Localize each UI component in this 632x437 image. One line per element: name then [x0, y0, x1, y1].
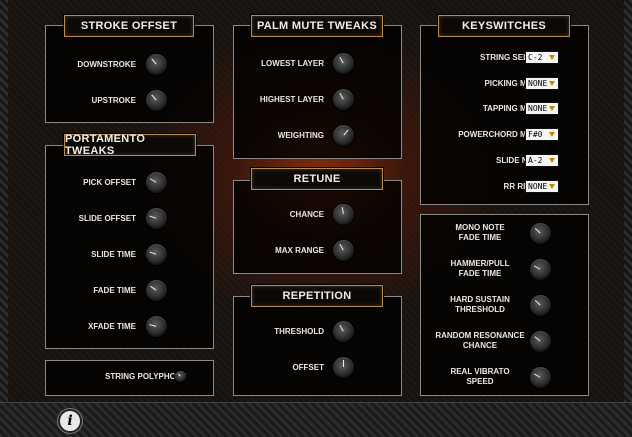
real-vibrato-speed-knob[interactable]: [530, 367, 551, 388]
label-line: FADE TIME: [458, 233, 502, 242]
retune-title: RETUNE: [251, 168, 383, 190]
chance-knob[interactable]: [333, 204, 354, 225]
string-select-label: STRING SELECT: [479, 53, 544, 62]
palm-mute-tweaks-title: PALM MUTE TWEAKS: [251, 15, 383, 37]
hammer-pull-fade-time-label: HAMMER/PULL FADE TIME: [425, 259, 535, 279]
string-select-dropdown[interactable]: C-2: [525, 51, 559, 64]
weighting-knob[interactable]: [333, 125, 354, 146]
upstroke-label: UPSTROKE: [91, 96, 136, 105]
lowest-layer-label: LOWEST LAYER: [261, 59, 324, 68]
repetition-title: REPETITION: [251, 285, 383, 307]
portamento-tweaks-title: PORTAMENTO TWEAKS: [64, 133, 196, 157]
slide-time-knob[interactable]: [146, 244, 167, 265]
max-range-label: MAX RANGE: [275, 246, 324, 255]
right-edge: [624, 0, 632, 437]
slide-note-label: SLIDE NOTE: [495, 156, 544, 165]
footer-bar: [0, 402, 632, 437]
slide-offset-label: SLIDE OFFSET: [78, 214, 136, 223]
dropdown-arrow-icon: [549, 81, 555, 86]
xfade-time-label: XFADE TIME: [87, 322, 136, 331]
powerchord-mode-value: F#0: [528, 130, 543, 139]
powerchord-mode-dropdown[interactable]: F#0: [525, 128, 559, 141]
offset-knob[interactable]: [333, 357, 354, 378]
picking-mode-dropdown[interactable]: NONE: [525, 77, 559, 90]
repetition-panel: [233, 296, 402, 396]
dropdown-arrow-icon: [549, 55, 555, 60]
mono-note-fade-time-label: MONO NOTE FADE TIME: [425, 223, 535, 243]
xfade-time-knob[interactable]: [146, 316, 167, 337]
picking-mode-label: PICKING MODE: [484, 79, 544, 88]
portamento-tweaks-panel: [45, 145, 214, 349]
real-vibrato-speed-label: REAL VIBRATO SPEED: [425, 367, 535, 387]
rr-reset-dropdown[interactable]: NONE: [525, 180, 559, 193]
rr-reset-value: NONE: [528, 182, 548, 191]
tapping-mode-label: TAPPING MODE: [482, 104, 544, 113]
left-edge: [0, 0, 8, 437]
powerchord-mode-label: POWERCHORD MODE: [458, 130, 544, 139]
label-line: RANDOM RESONANCE: [435, 331, 525, 340]
label-line: HAMMER/PULL: [450, 259, 510, 268]
dropdown-arrow-icon: [549, 158, 555, 163]
random-resonance-chance-label: RANDOM RESONANCE CHANCE: [425, 331, 535, 351]
string-polyphony-panel: [45, 360, 214, 396]
string-select-value: C-2: [528, 53, 543, 62]
dropdown-arrow-icon: [549, 106, 555, 111]
hard-sustain-threshold-knob[interactable]: [530, 295, 551, 316]
slide-note-value: A-2: [528, 156, 543, 165]
string-polyphony-label: STRING POLYPHONY: [105, 372, 187, 381]
label-line: THRESHOLD: [455, 305, 505, 314]
hammer-pull-fade-time-knob[interactable]: [530, 259, 551, 280]
label-line: HARD SUSTAIN: [450, 295, 510, 304]
downstroke-knob[interactable]: [146, 54, 167, 75]
slide-time-label: SLIDE TIME: [91, 250, 136, 259]
tapping-mode-dropdown[interactable]: NONE: [525, 102, 559, 115]
highest-layer-label: HIGHEST LAYER: [259, 95, 324, 104]
max-range-knob[interactable]: [333, 240, 354, 261]
keyswitches-title: KEYSWITCHES: [438, 15, 570, 37]
random-resonance-chance-knob[interactable]: [530, 331, 551, 352]
highest-layer-knob[interactable]: [333, 89, 354, 110]
tapping-mode-value: NONE: [528, 104, 548, 113]
pick-offset-label: PICK OFFSET: [83, 178, 136, 187]
string-polyphony-knob[interactable]: [175, 371, 186, 382]
label-line: SPEED: [466, 377, 494, 386]
hard-sustain-threshold-label: HARD SUSTAIN THRESHOLD: [425, 295, 535, 315]
threshold-knob[interactable]: [333, 321, 354, 342]
dropdown-arrow-icon: [549, 184, 555, 189]
stroke-offset-panel: [45, 25, 214, 123]
picking-mode-value: NONE: [528, 79, 548, 88]
fade-time-knob[interactable]: [146, 280, 167, 301]
label-line: CHANCE: [462, 341, 498, 350]
label-line: FADE TIME: [458, 269, 502, 278]
slide-note-dropdown[interactable]: A-2: [525, 154, 559, 167]
retune-panel: [233, 180, 402, 274]
stroke-offset-title: STROKE OFFSET: [64, 15, 194, 37]
offset-label: OFFSET: [292, 363, 324, 372]
mono-note-fade-time-knob[interactable]: [530, 223, 551, 244]
lowest-layer-knob[interactable]: [333, 53, 354, 74]
dropdown-arrow-icon: [549, 132, 555, 137]
weighting-label: WEIGHTING: [277, 131, 324, 140]
info-icon[interactable]: i: [58, 409, 82, 433]
upstroke-knob[interactable]: [146, 90, 167, 111]
slide-offset-knob[interactable]: [146, 208, 167, 229]
fade-time-label: FADE TIME: [93, 286, 136, 295]
label-line: MONO NOTE: [455, 223, 505, 232]
chance-label: CHANCE: [289, 210, 324, 219]
pick-offset-knob[interactable]: [146, 172, 167, 193]
keyswitches-panel: [420, 25, 589, 205]
misc-tweaks-panel: [420, 214, 589, 396]
threshold-label: THRESHOLD: [274, 327, 324, 336]
downstroke-label: DOWNSTROKE: [77, 60, 136, 69]
rr-reset-label: RR RESET: [503, 182, 544, 191]
label-line: REAL VIBRATO: [450, 367, 510, 376]
